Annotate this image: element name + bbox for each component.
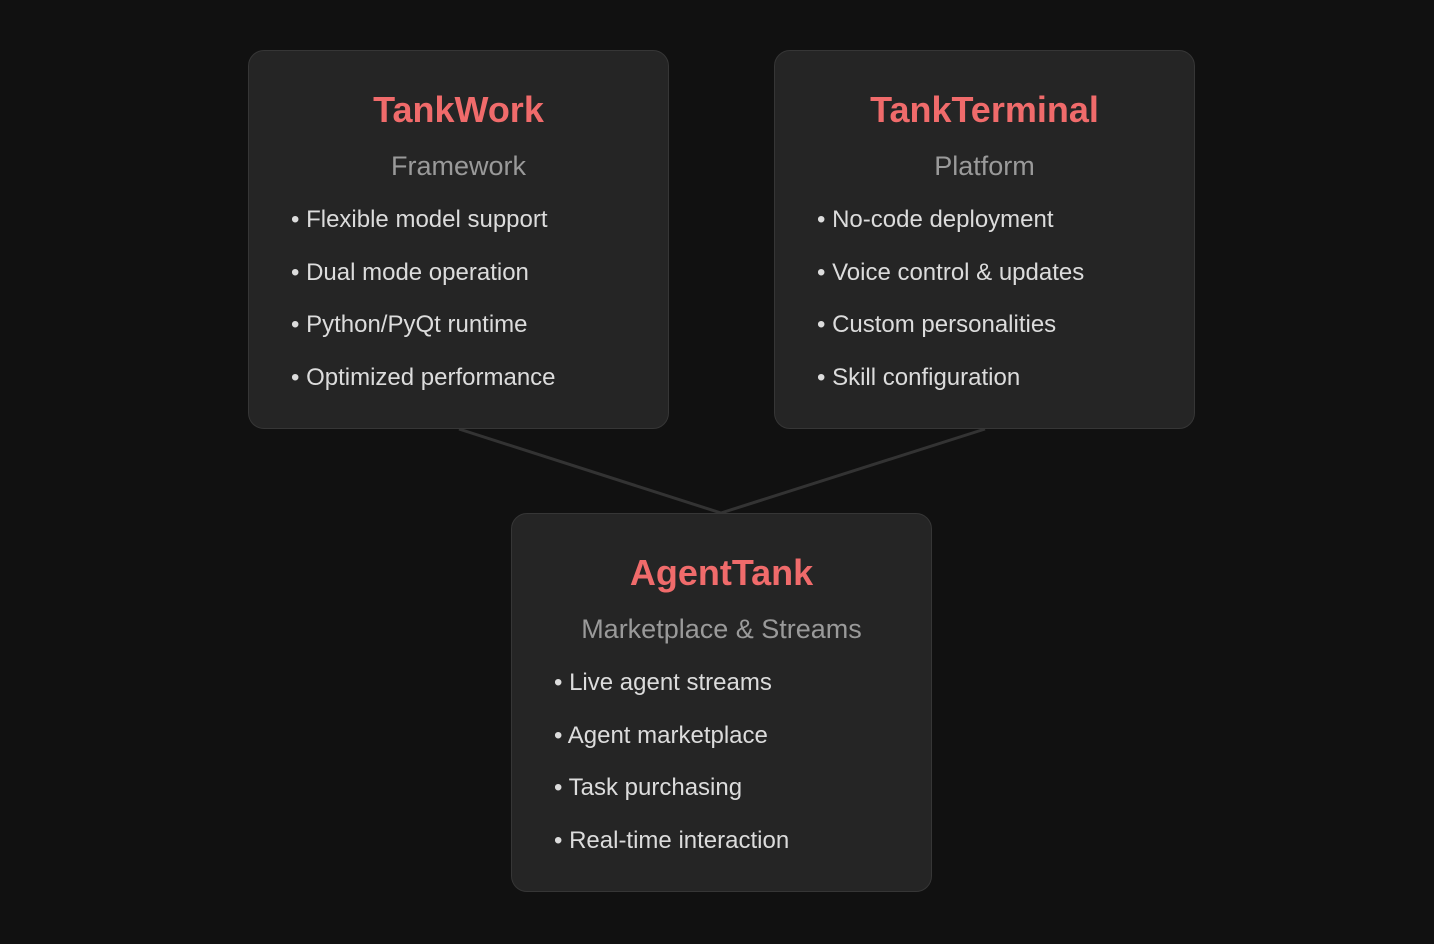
box-title: TankTerminal [870,89,1099,130]
box-subtitle: Platform [934,151,1035,181]
connector-tankterminal-agenttank [720,427,986,515]
feature-list: Live agent streams Agent marketplace Tas… [554,668,789,878]
list-item: Dual mode operation [291,258,556,311]
box-title: TankWork [373,89,544,130]
feature-list: Flexible model support Dual mode operati… [291,205,556,416]
list-item: Live agent streams [554,668,789,721]
box-subtitle: Framework [390,151,526,181]
tankterminal-box: TankTerminal Platform No-code deployment… [774,50,1195,429]
list-item: Flexible model support [291,205,556,258]
feature-list: No-code deployment Voice control & updat… [817,205,1084,415]
list-item: Custom personalities [817,310,1084,363]
agenttank-box: AgentTank Marketplace & Streams Live age… [511,513,932,892]
box-subtitle: Marketplace & Streams [581,614,862,644]
list-item: Task purchasing [554,773,789,826]
list-item: Optimized performance [291,363,555,416]
list-item: Real-time interaction [554,826,789,879]
box-title: AgentTank [629,552,814,593]
list-item: Agent marketplace [554,721,789,774]
tankwork-box: TankWork Framework Flexible model suppor… [248,50,669,429]
list-item: Voice control & updates [817,258,1084,311]
list-item: Python/PyQt runtime [291,310,556,363]
connector-tankwork-agenttank [458,427,722,515]
list-item: Skill configuration [817,363,1084,416]
list-item: No-code deployment [817,205,1084,258]
